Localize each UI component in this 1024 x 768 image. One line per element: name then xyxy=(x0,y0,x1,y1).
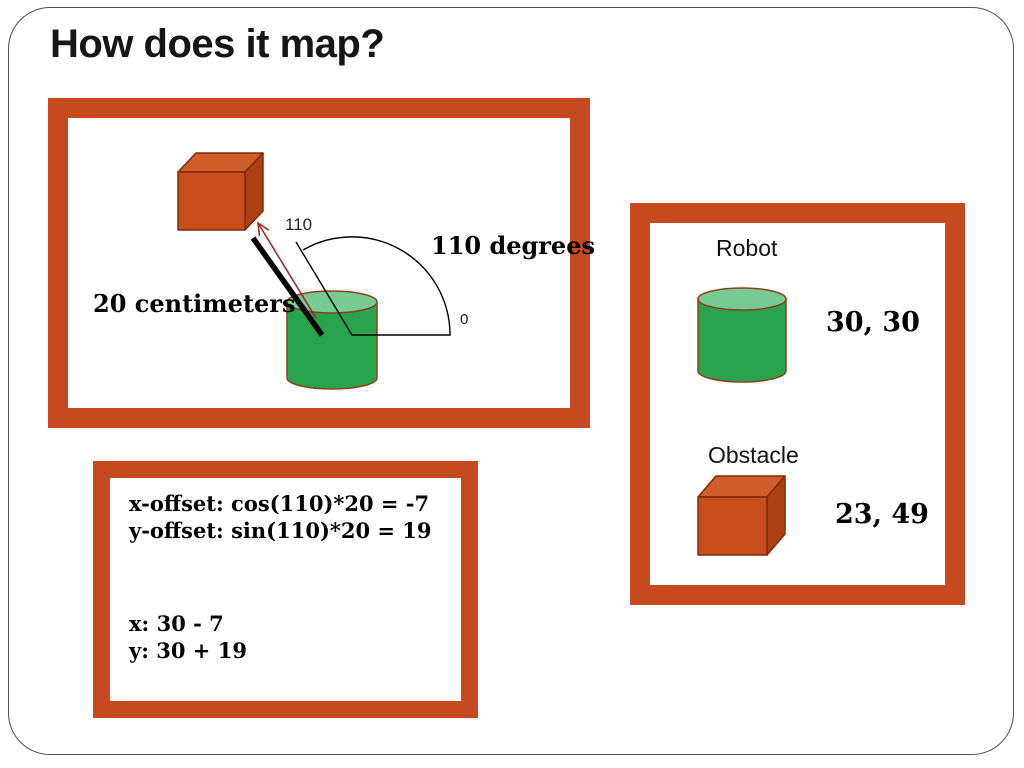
cylinder-top xyxy=(697,287,787,311)
cylinder-body xyxy=(697,298,787,383)
slide-title: How does it map? xyxy=(50,22,385,66)
cylinder-body xyxy=(286,301,378,390)
offset-calculations: x-offset: cos(110)*20 = -7 y-offset: sin… xyxy=(129,490,432,544)
x-offset-line: x-offset: cos(110)*20 = -7 xyxy=(129,491,430,516)
cube-front-face xyxy=(177,171,246,231)
robot-label: Robot xyxy=(716,235,778,261)
distance-line xyxy=(250,236,325,337)
calculation-panel: x-offset: cos(110)*20 = -7 y-offset: sin… xyxy=(93,461,478,718)
x-position-line: x: 30 - 7 xyxy=(129,611,224,636)
robot-cylinder-icon xyxy=(697,287,787,383)
distance-text: 20 centimeters xyxy=(93,289,296,318)
heading-arrow xyxy=(257,221,317,319)
obstacle-cube-icon xyxy=(697,475,786,556)
y-position-line: y: 30 + 19 xyxy=(129,638,247,663)
obstacle-cube-icon xyxy=(177,152,264,231)
measurement-diagram xyxy=(177,152,451,390)
angle-degrees-text: 110 degrees xyxy=(431,231,595,260)
obstacle-coordinates: 23, 49 xyxy=(835,499,929,530)
measurement-panel: 110 0 110 degrees 20 centimeters xyxy=(48,98,595,428)
robot-coordinates: 30, 30 xyxy=(826,307,920,338)
angle-end-label: 110 xyxy=(285,215,313,234)
angle-start-label: 0 xyxy=(460,311,469,328)
y-offset-line: y-offset: sin(110)*20 = 19 xyxy=(129,518,432,543)
angle-sector xyxy=(295,236,451,336)
obstacle-label: Obstacle xyxy=(708,442,799,468)
cube-front-face xyxy=(697,496,768,556)
position-calculations: x: 30 - 7 y: 30 + 19 xyxy=(129,610,247,664)
map-panel: Robot 30, 30 Obstacle 23, 49 xyxy=(630,203,965,605)
